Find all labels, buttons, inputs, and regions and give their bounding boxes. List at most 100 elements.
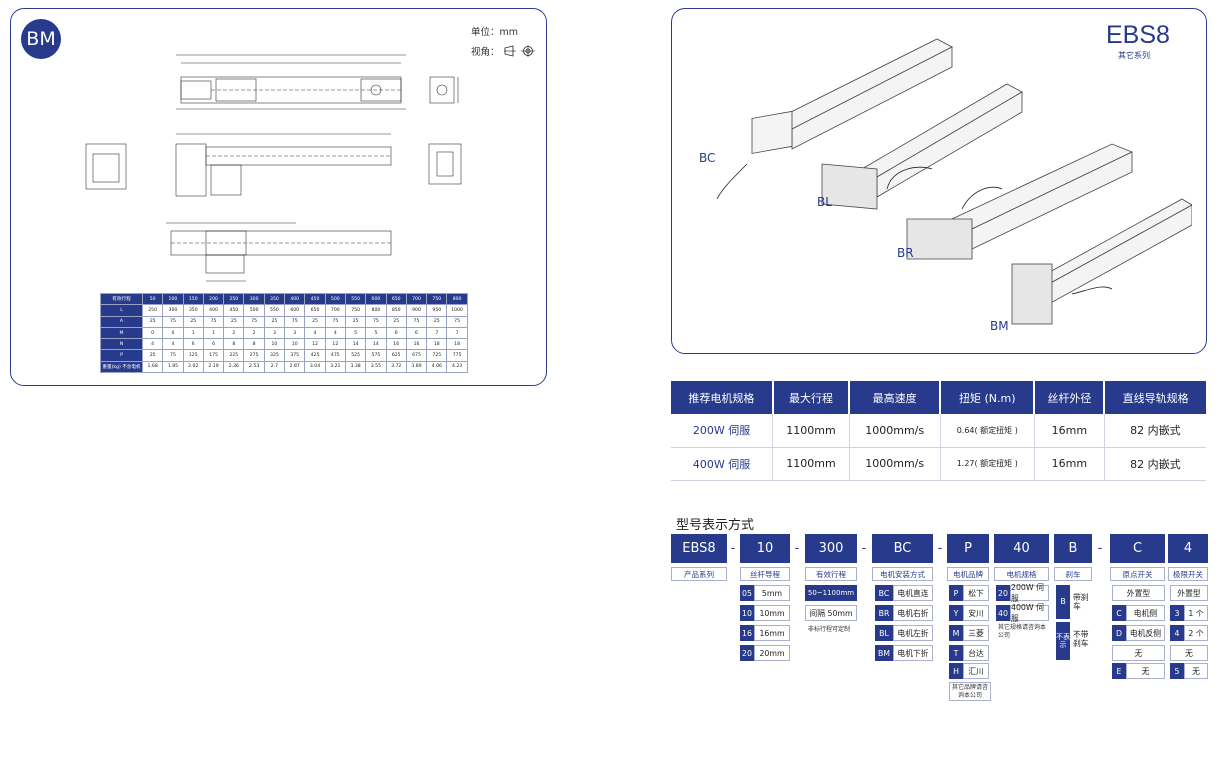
brand-key: H [949,663,963,679]
row-label: 重量(kg) 不含电机 [100,360,143,374]
lead-key: 20 [740,645,754,661]
row-label: P [100,349,143,362]
table-cell: 25 [263,315,286,328]
table-cell: 2.53 [243,360,265,374]
label-stroke: 有效行程 [805,567,857,581]
table-cell: 4.06 [426,360,448,374]
brake-key-b: B [1056,585,1070,619]
motor-key: 20 [996,585,1010,601]
table-cell: 4 [141,338,164,351]
table-cell: 1.68 [141,360,164,374]
product-title: EBS8 [1106,21,1170,49]
origin-external: 外置型 [1112,585,1165,601]
lead-value: 10mm [754,605,790,621]
limit-key: 4 [1170,625,1184,641]
limit-value: 2 个 [1184,625,1208,641]
stroke-header-cell: 100 [162,292,184,306]
row-label: N [100,338,143,351]
label-origin: 原点开关 [1110,567,1165,581]
table-cell: 3.89 [405,360,428,374]
mount-value: 电机右折 [893,605,933,621]
mount-key: BC [875,585,893,601]
table-cell: 5 [344,326,367,340]
spec-header-row: 推荐电机规格 最大行程 最高速度 扭矩 (N.m) 丝杆外径 直线导轨规格 [671,381,1206,414]
table-cell: 75 [405,315,428,328]
brand-value: 汇川 [963,663,989,679]
code-stroke: 300 [805,534,857,563]
brake-value-b: 带刹车 [1073,593,1089,612]
table-cell: 3 [284,326,306,340]
table-cell: 250 [141,304,164,317]
table-cell: 2.36 [223,360,245,374]
stroke-range-value: 50~1100mm [805,585,857,601]
table-cell: 25 [304,315,326,328]
table-cell: 375 [284,349,306,362]
row-label: L [100,304,143,317]
variant-label-bc: BC [699,151,716,165]
table-cell: 75 [365,315,387,328]
table-cell: 1.85 [162,360,184,374]
label-brake: 刹车 [1054,567,1092,581]
stroke-header-label: 有效行程 [100,292,143,306]
label-series: 产品系列 [671,567,727,581]
table-row: 200W 伺服 1100mm 1000mm/s 0.64( 额定扭矩 ) 16m… [671,414,1206,448]
mount-value: 电机左折 [893,625,933,641]
table-cell: 850 [385,304,407,317]
table-cell: 675 [405,349,428,362]
table-cell: 0 [141,326,164,340]
spec-header: 最高速度 [849,381,942,414]
product-panel: EBS8 其它系列 BC BL BR BM [671,8,1207,354]
label-limit: 极限开关 [1168,567,1208,581]
table-cell: 75 [162,315,184,328]
bm-badge: BM [21,19,61,59]
spec-cell: 82 内嵌式 [1104,447,1206,481]
brand-value: 安川 [963,605,989,621]
spec-header: 扭矩 (N.m) [940,381,1036,414]
table-cell: 225 [223,349,245,362]
stroke-header-cell: 450 [304,292,326,306]
code-separator: - [1097,541,1103,556]
stroke-header-cell: 650 [385,292,407,306]
label-lead: 丝杆导程 [740,567,790,581]
view-label-text: 视角： [471,47,500,58]
brand-key: M [949,625,963,641]
table-cell: 800 [365,304,387,317]
spec-header: 推荐电机规格 [671,381,774,414]
origin-key: C [1112,605,1126,621]
limit-none: 无 [1170,645,1208,661]
table-cell: 18 [446,338,468,351]
table-cell: 525 [344,349,367,362]
stroke-header-cell: 400 [284,292,306,306]
stroke-header-cell: 700 [405,292,428,306]
table-cell: 475 [324,349,346,362]
motor-value: 200W 伺服 [1010,583,1049,603]
table-cell: 3 [263,326,286,340]
table-cell: 75 [162,349,184,362]
brand-key: T [949,645,963,661]
spec-cell: 16mm [1034,414,1105,448]
spec-cell: 1000mm/s [849,447,941,481]
table-cell: 3.04 [304,360,326,374]
code-brand: P [947,534,989,563]
table-cell: 600 [284,304,306,317]
table-cell: 12 [304,338,326,351]
lead-value: 16mm [754,625,790,641]
table-cell: 125 [182,349,204,362]
actuator-illustrations [716,38,1192,325]
table-cell: 2 [223,326,245,340]
table-cell: 75 [446,315,468,328]
unit-label: 单位：mm [471,27,519,38]
stroke-header-cell: 350 [263,292,286,306]
